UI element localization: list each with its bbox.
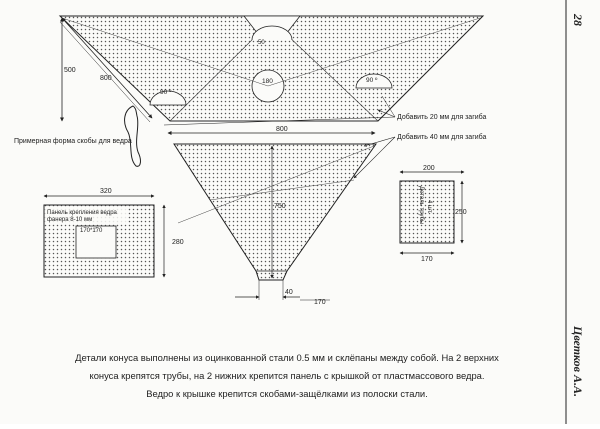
dim-small: 50 [258,40,265,46]
caption-line-3: Ведро к крышке крепится скобами-защёлкам… [146,388,428,399]
note-add-20mm: Добавить 20 мм для загиба [397,113,487,121]
right-angle-arc [355,73,393,89]
bucket-mount-panel: 320 Панель крепления ведра фанера 8-10 м… [43,188,184,278]
author-name: Цветков А.А. [571,325,585,397]
note-add-40mm: Добавить 40 мм для загиба [397,133,487,141]
panel-label-line2: фанера 8-10 мм [47,217,92,223]
construction-line [267,17,481,87]
small-cutout [251,25,293,41]
caption-line-2: конуса крепятся трубы, на 2 нижних крепи… [89,370,485,381]
caption-line-1: Детали конуса выполнены из оцинкованной … [75,352,499,363]
bucket-bracket-shape [124,105,141,167]
angle-right: 90 º [366,77,378,84]
panel-hole-size: 170*170 [80,228,103,234]
lower-cone-sheet [173,143,377,281]
fold-line [169,33,259,122]
panel-dim-width: 320 [100,188,112,195]
pipe-dim-height: 250 [455,209,467,216]
pipe-sheet [399,180,455,244]
bracket-caption: Примерная форма скобы для ведра [14,137,132,145]
dim-circle: 180 [262,78,273,85]
construction-line [209,179,355,201]
panel-dim-height: 280 [172,239,184,246]
panel-hole [75,225,117,259]
figure-caption: Детали конуса выполнены из оцинкованной … [22,349,552,403]
page-number: 28 [571,13,585,26]
svg-text:800: 800 [100,75,112,82]
cone-dim-height: 750 [274,203,286,210]
pipe-dim-bottom: 170 [421,256,433,263]
cone-dim-offset: 170 [314,299,326,306]
pipe-label-line1: Деталь трубы [418,186,424,224]
pipe-detail: 200 Деталь трубы 4 шт. 250 170 [399,165,467,263]
cone-dim-top: 800 [276,126,288,133]
construction-line [177,145,375,224]
lower-cone-part: 800 750 40 170 [167,126,377,306]
fold-line [285,33,379,122]
pipe-label-line2: 4 шт. [426,200,432,214]
pipe-dim-top: 200 [423,165,435,172]
angle-left: 90 º [160,89,172,96]
cone-dim-bottom: 40 [285,289,293,296]
svg-text:500: 500 [64,67,76,74]
upper-cone-part: 50 180 90 º 90 º [58,15,485,122]
panel-label-line1: Панель крепления ведра [47,210,118,216]
dim-side-800: 800 [59,17,153,123]
dim-height-500: 500 [60,17,76,122]
